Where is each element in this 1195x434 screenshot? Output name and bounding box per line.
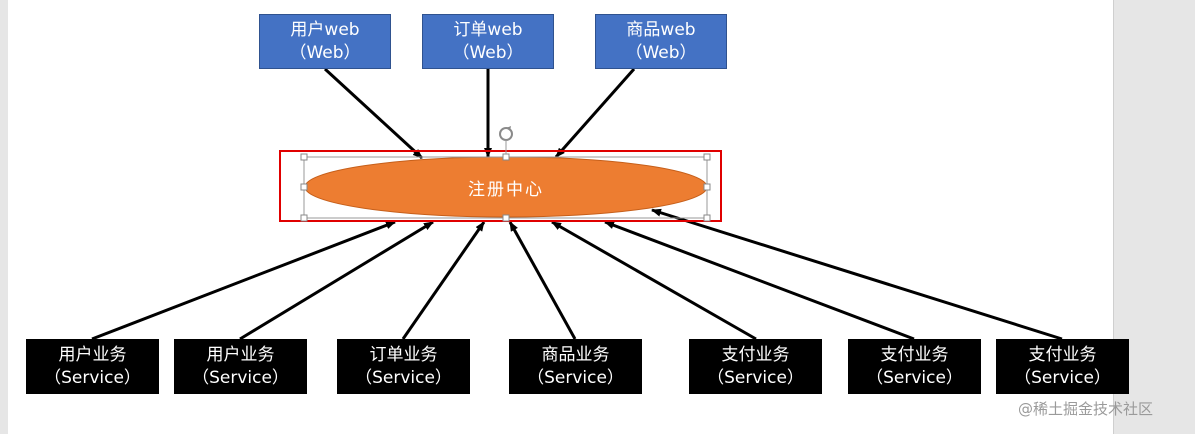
node-title: 商品web xyxy=(626,19,696,40)
node-title: 用户web xyxy=(290,19,360,40)
selection-frame xyxy=(279,150,722,222)
node-title: 用户业务 xyxy=(206,344,275,365)
arrow-svc-5 xyxy=(551,220,757,341)
node-type: （Service） xyxy=(1014,367,1111,388)
node-type: （Service） xyxy=(527,367,624,388)
service-node-payment-1[interactable]: 支付业务 （Service） xyxy=(689,339,822,394)
arrow-svc-2 xyxy=(239,220,434,341)
arrow-web-3 xyxy=(554,68,636,158)
node-title: 用户业务 xyxy=(58,344,127,365)
node-title: 支付业务 xyxy=(880,344,949,365)
node-type: （Web） xyxy=(625,42,697,63)
arrow-svc-7 xyxy=(651,208,1063,341)
node-type: （Service） xyxy=(866,367,963,388)
node-title: 订单web xyxy=(453,19,523,40)
page-edge xyxy=(1113,0,1114,434)
registry-hub-label: 注册中心 xyxy=(468,179,544,200)
node-type: （Web） xyxy=(289,42,361,63)
web-node-user[interactable]: 用户web （Web） xyxy=(259,14,391,69)
node-type: （Service） xyxy=(707,367,804,388)
resize-handle[interactable] xyxy=(703,153,711,161)
node-type: （Service） xyxy=(355,367,452,388)
arrow-svc-3 xyxy=(401,221,486,340)
resize-handle[interactable] xyxy=(502,214,510,222)
web-node-product[interactable]: 商品web （Web） xyxy=(595,14,727,69)
node-title: 支付业务 xyxy=(721,344,790,365)
node-title: 订单业务 xyxy=(369,344,438,365)
rotate-handle-icon[interactable] xyxy=(499,126,513,154)
arrow-svc-6 xyxy=(604,220,915,341)
watermark: @稀土掘金技术社区 xyxy=(1018,400,1154,418)
resize-handle[interactable] xyxy=(300,153,308,161)
resize-handle[interactable] xyxy=(300,214,308,222)
arrow-web-1 xyxy=(323,67,424,160)
service-node-order[interactable]: 订单业务 （Service） xyxy=(337,339,470,394)
node-type: （Service） xyxy=(192,367,289,388)
arrow-svc-4 xyxy=(508,221,577,340)
web-node-order[interactable]: 订单web （Web） xyxy=(422,14,554,69)
resize-handle[interactable] xyxy=(703,214,711,222)
service-node-payment-2[interactable]: 支付业务 （Service） xyxy=(848,339,981,394)
node-title: 商品业务 xyxy=(541,344,610,365)
service-node-user-1[interactable]: 用户业务 （Service） xyxy=(26,339,159,394)
node-type: （Web） xyxy=(452,42,524,63)
service-node-payment-3[interactable]: 支付业务 （Service） xyxy=(996,339,1129,394)
resize-handle[interactable] xyxy=(703,183,711,191)
arrow-svc-1 xyxy=(91,220,396,341)
node-type: （Service） xyxy=(44,367,141,388)
service-node-user-2[interactable]: 用户业务 （Service） xyxy=(174,339,307,394)
resize-handle[interactable] xyxy=(300,183,308,191)
node-title: 支付业务 xyxy=(1028,344,1097,365)
service-node-product[interactable]: 商品业务 （Service） xyxy=(509,339,642,394)
resize-handle[interactable] xyxy=(502,153,510,161)
